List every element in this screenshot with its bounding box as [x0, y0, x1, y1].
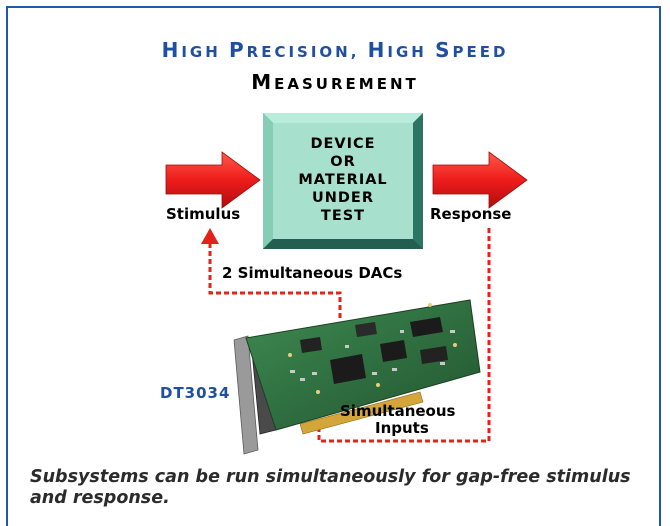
- dac-arrowhead: [201, 228, 219, 244]
- diagram-frame: [6, 6, 661, 526]
- title-smallcaps: IGH: [181, 43, 229, 61]
- stimulus-arrow: [165, 151, 261, 209]
- inputs-dashed-path: [317, 228, 491, 443]
- device-box-line: UNDER: [311, 190, 375, 206]
- title-initial: H: [161, 38, 182, 62]
- stimulus-label: Stimulus: [166, 205, 241, 223]
- device-box-line: MATERIAL: [298, 172, 388, 188]
- title-smallcaps: IGH: [387, 43, 436, 61]
- board-model-label: DT3034: [160, 384, 231, 402]
- device-box-line: OR: [330, 154, 356, 170]
- response-label: Response: [430, 205, 512, 223]
- title-line-2: MEASUREMENT: [0, 70, 670, 94]
- device-under-test-box: [263, 113, 423, 249]
- title-smallcaps: RECISION,: [246, 43, 368, 61]
- device-box-line: TEST: [320, 208, 366, 224]
- title-initial: P: [228, 38, 247, 62]
- title-line-1: HIGH PRECISION, HIGH SPEED: [0, 38, 670, 62]
- dac-dashed-path: [208, 243, 342, 320]
- inputs-label-line-1: Simultaneous: [340, 402, 456, 420]
- inputs-label-line-2: Inputs: [375, 419, 429, 437]
- title-initial: H: [367, 38, 388, 62]
- title-smallcaps: PEED: [452, 43, 509, 61]
- response-arrow: [432, 151, 528, 209]
- title-initial: M: [251, 70, 275, 94]
- title-initial: S: [435, 38, 453, 62]
- dacs-label: 2 Simultaneous DACs: [222, 264, 403, 282]
- device-box-label: DEVICE OR MATERIAL UNDER TEST: [270, 120, 416, 240]
- title-smallcaps: EASUREMENT: [274, 75, 419, 93]
- data-acquisition-board-icon: [233, 299, 481, 455]
- device-box-line: DEVICE: [310, 136, 376, 152]
- diagram-caption: Subsystems can be run simultaneously for…: [30, 467, 631, 508]
